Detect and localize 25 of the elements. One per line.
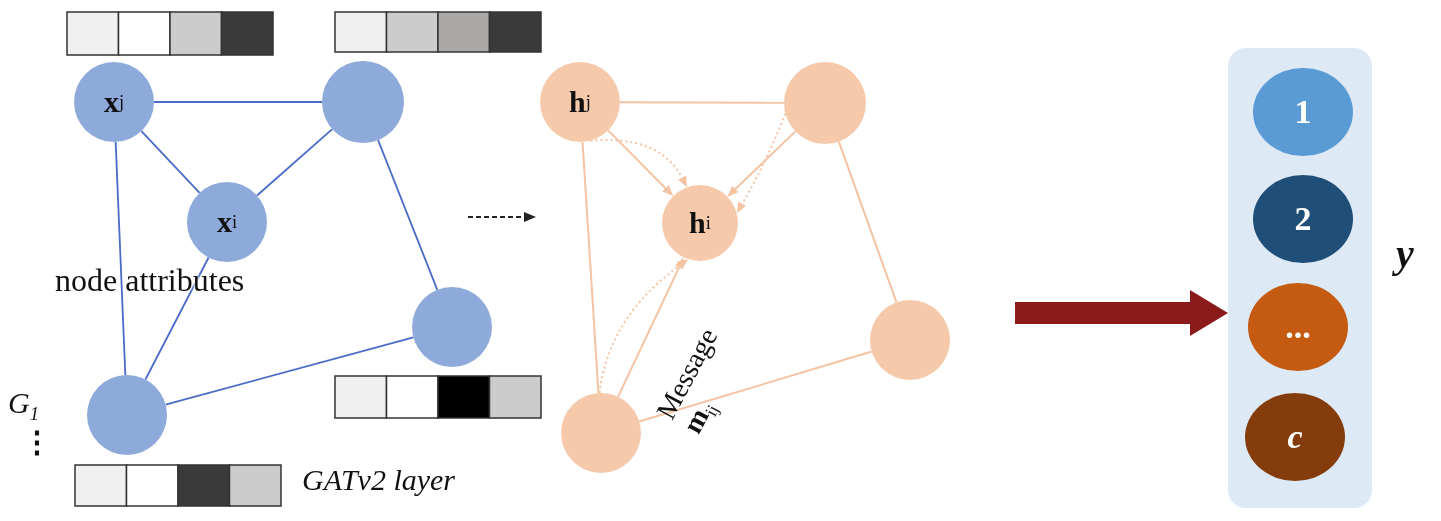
arrow — [736, 112, 787, 214]
connector-line — [619, 101, 785, 104]
connector-line — [114, 141, 127, 376]
vertical-ellipsis: ⋮ — [22, 424, 52, 459]
arrow — [727, 130, 797, 197]
class-circle: ... — [1248, 283, 1348, 371]
arrow — [589, 139, 688, 187]
layer-label: GATv2 layer — [302, 463, 456, 497]
connector-line — [377, 139, 439, 291]
output-panel — [1228, 48, 1372, 508]
connector-line — [638, 350, 873, 423]
connector-line — [153, 101, 323, 103]
graph-label: G$_{1}$ — [8, 386, 39, 420]
connector-line — [256, 128, 334, 197]
connector-line — [140, 130, 201, 194]
class-circle: c — [1245, 393, 1345, 481]
arrow — [607, 129, 674, 196]
connector-line — [837, 140, 898, 304]
class-circle: 1 — [1253, 68, 1353, 156]
arrow — [598, 258, 689, 394]
arrow — [617, 257, 684, 398]
connector-line — [164, 336, 415, 406]
connector-line — [581, 140, 600, 395]
class-circle: 2 — [1253, 175, 1353, 263]
arrow — [1015, 290, 1228, 336]
